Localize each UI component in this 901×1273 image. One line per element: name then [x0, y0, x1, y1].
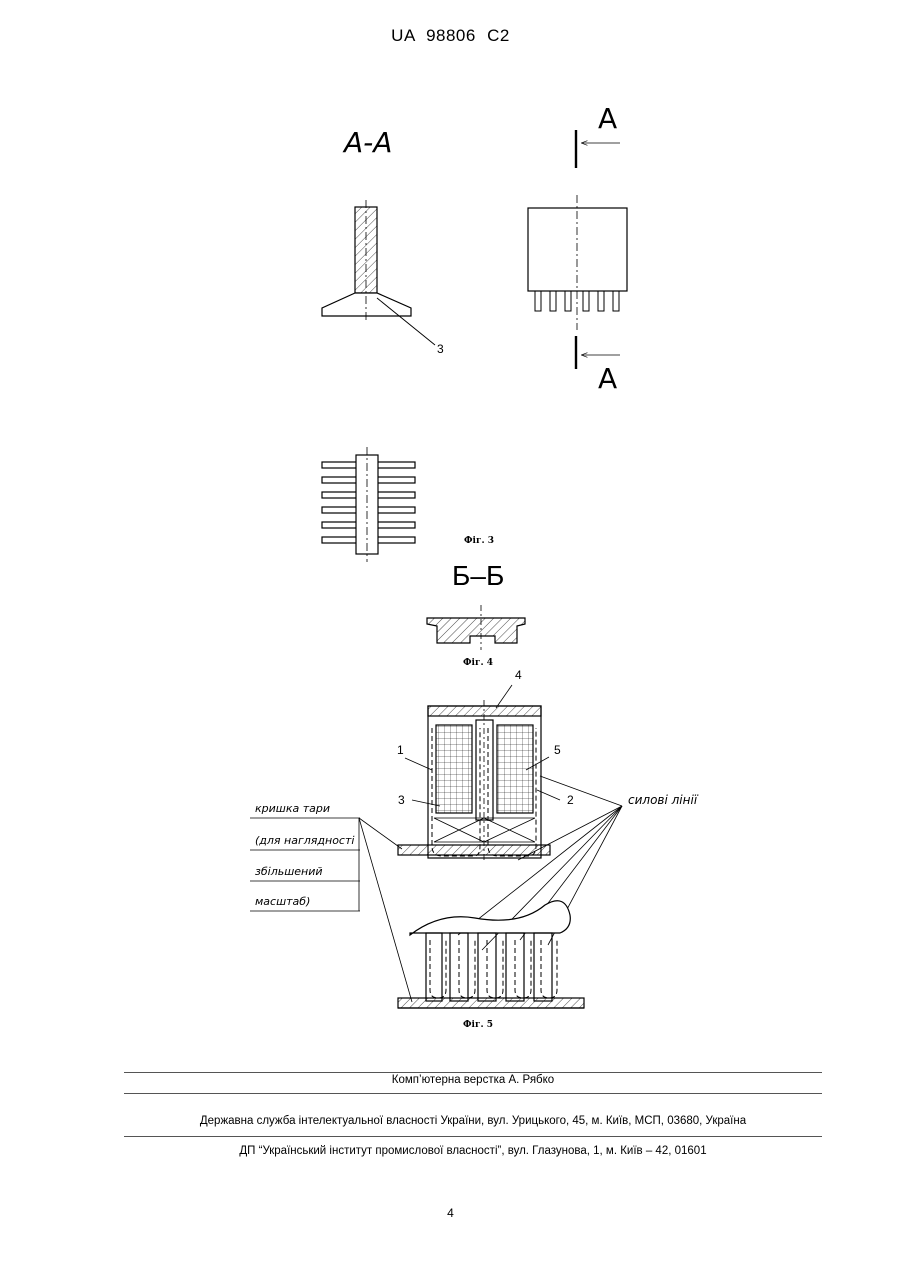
fig5-callout-3: 3 [398, 793, 405, 807]
fig5-assembly [398, 685, 560, 860]
institute-line: ДП “Український інститут промислової вла… [124, 1145, 822, 1157]
fig4-section [427, 605, 525, 650]
page-number: 4 [0, 1206, 901, 1220]
layout-credit: Комп’ютерна верстка А. Рябко [124, 1074, 822, 1086]
fig3-arrow-label-top: A [598, 102, 617, 135]
fig3-caption: Фіг. 3 [464, 536, 494, 546]
fig5-side-label-3: збільшений [255, 865, 323, 878]
footer-divider-1 [124, 1072, 822, 1073]
fig3-section-view [322, 200, 435, 345]
footer-divider-2 [124, 1093, 822, 1094]
fig5-side-label-1: кришка тари [255, 802, 330, 815]
fig3-section-label: A-A [344, 126, 392, 159]
fig5-side-label-2: (для наглядності [255, 834, 354, 847]
fig5-callout-4: 4 [515, 668, 522, 682]
fig5-callout-1: 1 [397, 743, 404, 757]
service-line: Державна служба інтелектуальної власност… [124, 1115, 822, 1127]
fig5-side-label-4: масштаб) [255, 895, 310, 908]
fig5-callout-5: 5 [554, 743, 561, 757]
fig3-callout-3: 3 [437, 342, 444, 356]
fig5-force-lines-label: силові лінії [628, 793, 697, 807]
fig4-caption: Фіг. 4 [463, 658, 493, 668]
fig4-section-label: Б–Б [452, 560, 504, 592]
footer-divider-3 [124, 1136, 822, 1137]
fig3-top-view [322, 447, 415, 562]
fig3-arrow-label-bottom: A [598, 362, 617, 395]
fig5-caption: Фіг. 5 [463, 1020, 493, 1030]
fig5-magnified-view [398, 901, 584, 1008]
fig5-callout-2: 2 [567, 793, 574, 807]
fig3-front-view [528, 130, 627, 369]
